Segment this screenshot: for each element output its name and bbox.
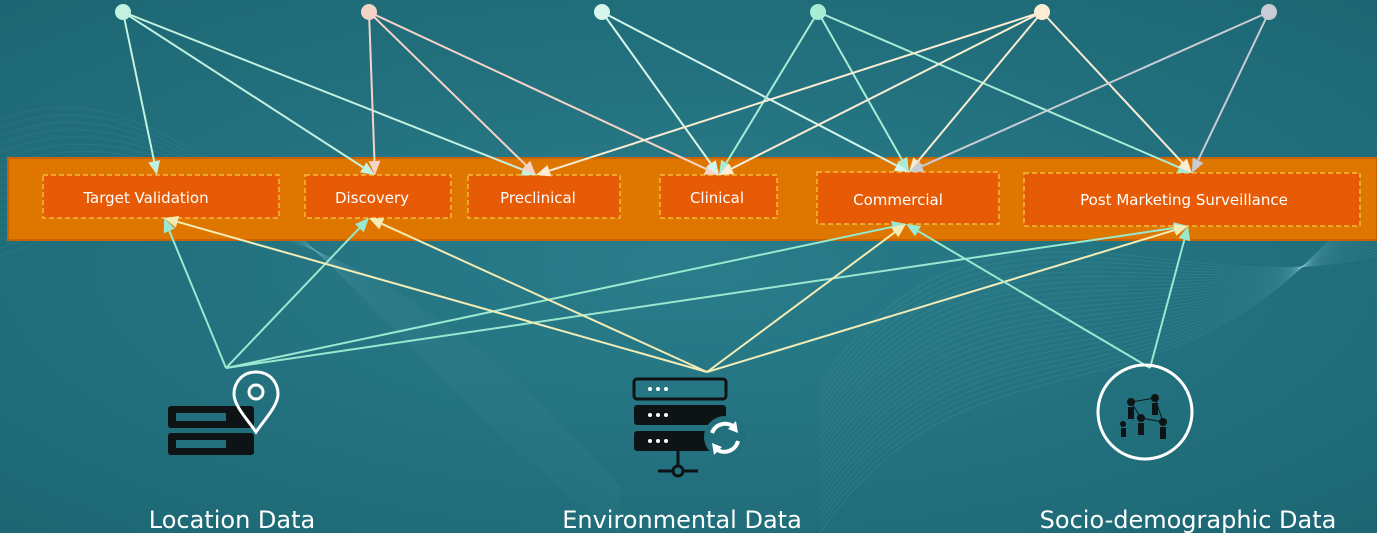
- wave-line: [819, 233, 1377, 426]
- wave-line: [819, 227, 1377, 438]
- arrow-environmental-to-target: [164, 216, 708, 373]
- wave-line: [819, 242, 1377, 408]
- stage-label-pms: Post Marketing Surveillance: [1080, 191, 1288, 209]
- stage-label-target: Target Validation: [82, 189, 208, 207]
- stage-boxes: Target Validation Discovery Preclinical …: [42, 171, 1361, 227]
- wave-line: [819, 224, 1377, 444]
- top-node-n3: [594, 4, 610, 20]
- arrow-environmental-to-discovery: [369, 218, 708, 373]
- arrow-location-to-target: [163, 218, 227, 369]
- top-node-n4: [810, 4, 826, 20]
- wave-line: [819, 197, 1377, 498]
- wave-line: [819, 179, 1377, 533]
- source-label-socio: Socio-demographic Data: [1040, 506, 1337, 533]
- wave-line: [819, 236, 1377, 420]
- wave-line: [819, 188, 1377, 516]
- wave-line: [819, 245, 1377, 402]
- arrow-location-to-discovery: [225, 218, 369, 369]
- wave-line: [819, 191, 1377, 510]
- stage-label-discovery: Discovery: [335, 189, 409, 207]
- top-nodes: [115, 4, 1277, 20]
- stage-box-clinical: Clinical: [659, 174, 778, 219]
- arrow-socio-to-commercial: [906, 224, 1151, 369]
- wave-line: [819, 203, 1377, 486]
- arrow-n6-to-pms: [1192, 11, 1270, 173]
- wave-line: [819, 221, 1377, 450]
- wave-line: [819, 215, 1377, 462]
- stage-box-discovery: Discovery: [304, 174, 452, 219]
- source-label-environmental: Environmental Data: [562, 506, 802, 533]
- arrow-n1-to-discovery: [122, 11, 375, 175]
- arrow-n4-to-commercial: [817, 11, 909, 172]
- arrow-environmental-to-commercial: [706, 224, 906, 373]
- stage-box-commercial: Commercial: [816, 171, 1000, 225]
- wave-line: [819, 212, 1377, 468]
- stage-box-target: Target Validation: [42, 174, 280, 219]
- arrow-n2-to-preclinical: [368, 11, 536, 175]
- wave-line: [819, 194, 1377, 504]
- arrow-n5-to-preclinical: [536, 11, 1043, 177]
- stage-label-clinical: Clinical: [690, 189, 744, 207]
- stage-box-preclinical: Preclinical: [467, 174, 621, 219]
- stage-label-preclinical: Preclinical: [500, 189, 576, 207]
- wave-line: [819, 230, 1377, 432]
- arrow-n6-to-commercial: [909, 11, 1270, 172]
- arrow-n4-to-clinical: [719, 11, 819, 175]
- source-label-location: Location Data: [149, 506, 315, 533]
- top-node-n2: [361, 4, 377, 20]
- top-node-n1: [115, 4, 131, 20]
- server-location-icon: [168, 370, 280, 455]
- top-node-n6: [1261, 4, 1277, 20]
- arrow-n1-to-target: [122, 11, 161, 175]
- wave-line: [819, 248, 1377, 396]
- arrow-n3-to-clinical: [601, 11, 719, 175]
- wave-line: [819, 239, 1377, 414]
- wave-line: [819, 200, 1377, 492]
- top-node-n5: [1034, 4, 1050, 20]
- arrow-n2-to-discovery: [368, 11, 381, 175]
- arrow-socio-to-pms: [1149, 226, 1191, 369]
- stage-label-commercial: Commercial: [853, 191, 943, 209]
- server-recycle-icon: [632, 377, 746, 478]
- wave-line: [819, 182, 1377, 528]
- wave-line: [819, 218, 1377, 456]
- arrow-environmental-to-pms: [706, 224, 1188, 373]
- arrow-n5-to-pms: [1041, 11, 1192, 173]
- wave-line: [819, 185, 1377, 522]
- people-network-icon: [1096, 363, 1194, 461]
- arrow-n5-to-clinical: [719, 11, 1043, 175]
- wave-line: [819, 209, 1377, 474]
- arrows: [122, 11, 1270, 373]
- wave-line: [819, 251, 1377, 384]
- stage-box-pms: Post Marketing Surveillance: [1023, 172, 1361, 227]
